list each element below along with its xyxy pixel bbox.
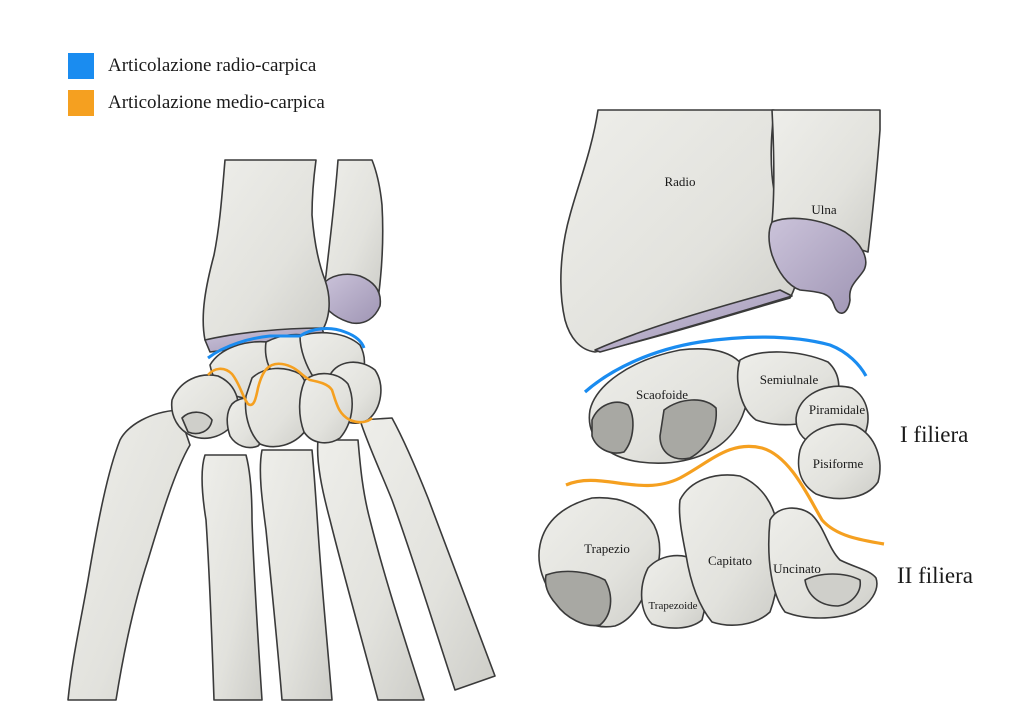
metacarpal-3 (259, 449, 333, 701)
radius-left (202, 159, 330, 341)
legend-item-radiocarpal: Articolazione radio-carpica (68, 53, 316, 79)
second-row-bones (538, 474, 878, 629)
hamate-left (298, 372, 353, 444)
label-trapezio: Trapezio (584, 541, 630, 556)
right-exploded-figure (538, 109, 885, 629)
radiocarpal-line-right (583, 335, 868, 394)
legend-label-radiocarpal: Articolazione radio-carpica (108, 55, 317, 76)
legend-swatch-radiocarpal (68, 53, 94, 79)
ulna-head-cartilage-right (768, 217, 867, 314)
label-semiulnale: Semiulnale (759, 372, 819, 387)
label-trapezoide: Trapezoide (648, 600, 698, 612)
scaphoid-facet-a (591, 401, 634, 454)
first-row-bones (588, 348, 881, 500)
left-wrist-figure (67, 159, 496, 701)
capitate-right (678, 474, 781, 626)
pisiform-right (797, 423, 881, 500)
metacarpal-2 (201, 454, 263, 701)
legend-label-midcarpal: Articolazione medio-carpica (108, 92, 325, 113)
radius-right (560, 109, 799, 353)
label-uncinato: Uncinato (773, 561, 821, 576)
trapezium-facet-left (181, 411, 213, 435)
row-label-second: II filiera (897, 563, 973, 588)
label-radio: Radio (664, 174, 696, 189)
row-label-first: I filiera (900, 422, 969, 447)
ulna-head-cartilage-left (321, 273, 382, 325)
radius-cartilage-right (594, 289, 793, 353)
label-pisiforme: Pisiforme (812, 456, 864, 471)
midcarpal-line-right (565, 444, 885, 546)
label-scafoide: Scaofoide (636, 387, 688, 402)
metacarpals-left (67, 409, 496, 701)
metacarpal-5 (359, 417, 496, 691)
legend-swatch-midcarpal (68, 90, 94, 116)
legend-item-midcarpal: Articolazione medio-carpica (68, 90, 325, 116)
metacarpal-4 (316, 439, 425, 701)
scaphoid-facet-b (659, 399, 717, 460)
label-capitato: Capitato (707, 553, 753, 568)
label-piramidale: Piramidale (808, 402, 866, 417)
ulna-shaft-left (321, 159, 384, 301)
thumb-metacarpal (67, 409, 191, 701)
ulna-shaft-right (771, 109, 881, 253)
carpal-bones-left (170, 331, 382, 449)
midcarpal-line-left (207, 362, 373, 424)
trapezium-facet-right (544, 570, 612, 627)
radiocarpal-line-left (207, 327, 366, 360)
hamate-hook-right (804, 573, 862, 607)
label-ulna: Ulna (811, 202, 837, 217)
